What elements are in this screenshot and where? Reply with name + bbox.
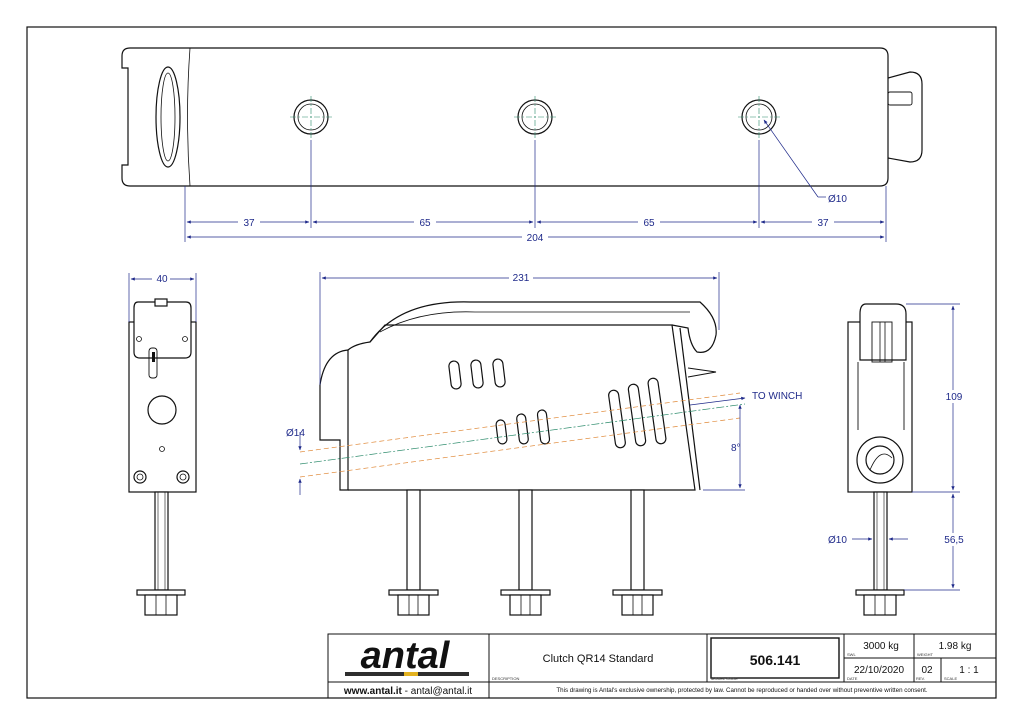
- front-slot-i: [647, 377, 667, 445]
- scale-label: SCALE: [944, 676, 957, 681]
- contact-separator: -: [402, 686, 411, 697]
- contact-line: www.antal.it - antal@antal.it: [343, 686, 472, 697]
- front-slot-d: [495, 419, 508, 445]
- front-view: [319, 301, 717, 616]
- website-link[interactable]: www.antal.it: [343, 686, 403, 697]
- top-dimensions: [184, 119, 887, 242]
- left-nut: [144, 594, 178, 616]
- top-end-roller-inner: [160, 72, 176, 162]
- brand-logo: antal: [361, 635, 451, 677]
- dim-top-37-left: 37: [243, 218, 255, 229]
- front-nut-3: [621, 594, 654, 616]
- dim-top-total: 204: [527, 233, 544, 244]
- date-value: 22/10/2020: [854, 665, 904, 676]
- dim-right-bolt-length: 56,5: [944, 535, 964, 546]
- left-cam-housing: [133, 301, 192, 359]
- model-code-label: MODEL CODE: [711, 676, 738, 681]
- front-slot-a: [448, 360, 462, 390]
- left-screw-2: [176, 470, 190, 484]
- left-slot: [148, 347, 158, 379]
- front-side-plate: [679, 327, 701, 491]
- front-nose: [319, 349, 349, 491]
- top-cam-lever: [887, 71, 923, 163]
- dim-left-width: 40: [156, 274, 168, 285]
- description-label: DESCRIPTION: [492, 676, 519, 681]
- front-rope-axis: [299, 392, 746, 478]
- dim-front-rope-diameter: Ø14: [286, 428, 305, 439]
- left-bolt: [154, 491, 169, 591]
- right-washer: [855, 589, 905, 596]
- front-slot-h: [627, 383, 647, 447]
- rev-label: REV.: [916, 676, 925, 681]
- weight-label: WEIGHT: [917, 652, 934, 657]
- date-label: DATE: [847, 676, 858, 681]
- right-rope-fitting-inner: [865, 445, 895, 475]
- swl-value: 3000 kg: [863, 641, 899, 652]
- front-bolt-3: [630, 489, 645, 591]
- dim-top-hole-diameter: Ø10: [828, 194, 847, 205]
- front-body: [347, 324, 696, 491]
- front-bolt-2: [518, 489, 533, 591]
- swl-label: SWL: [847, 652, 856, 657]
- front-slot-f: [536, 409, 551, 445]
- front-nut-1: [397, 594, 430, 616]
- top-end-roller: [155, 66, 181, 168]
- dim-top-37-right: 37: [817, 218, 829, 229]
- dim-front-angle: 8°: [731, 443, 741, 454]
- right-view: [847, 303, 913, 616]
- right-cam-housing: [859, 303, 907, 361]
- scale-value: 1 : 1: [959, 665, 979, 676]
- left-cam-tab: [154, 298, 168, 307]
- left-view: [128, 298, 197, 616]
- right-nut: [863, 594, 897, 616]
- dim-right-height: 109: [946, 392, 963, 403]
- label-to-winch: TO WINCH: [752, 391, 802, 402]
- dim-right-bolt-diameter: Ø10: [828, 535, 847, 546]
- dim-top-65-right: 65: [643, 218, 655, 229]
- email-link[interactable]: antal@antal.it: [411, 686, 473, 697]
- weight-value: 1.98 kg: [939, 641, 972, 652]
- top-hole-centerlines: [290, 96, 780, 138]
- front-slot-b: [470, 359, 484, 389]
- left-washer: [136, 589, 186, 596]
- brand-accent: [404, 672, 418, 676]
- front-nut-2: [509, 594, 542, 616]
- title-block: [327, 633, 997, 699]
- front-dimensions: [298, 272, 745, 495]
- front-bolt-1: [406, 489, 421, 591]
- dim-top-65-left: 65: [419, 218, 431, 229]
- model-code-value: 506.141: [750, 652, 801, 668]
- right-cam-window: [871, 321, 893, 363]
- ownership-notice: This drawing is Antal's exclusive owners…: [556, 687, 928, 694]
- description-value: Clutch QR14 Standard: [543, 653, 654, 665]
- rev-value: 02: [921, 665, 933, 676]
- front-cam-lever: [369, 301, 717, 353]
- front-slot-c: [492, 358, 506, 388]
- right-bolt: [873, 491, 888, 591]
- top-cam-slot: [887, 91, 913, 106]
- left-screw-1: [133, 470, 147, 484]
- top-plate-edge: [187, 47, 191, 187]
- dim-front-length: 231: [513, 273, 530, 284]
- front-slot-g: [608, 389, 626, 449]
- top-plate-outline: [121, 47, 889, 187]
- right-rope-fitting: [856, 436, 904, 484]
- left-rope-hole: [147, 395, 177, 425]
- front-slot-e: [516, 413, 529, 445]
